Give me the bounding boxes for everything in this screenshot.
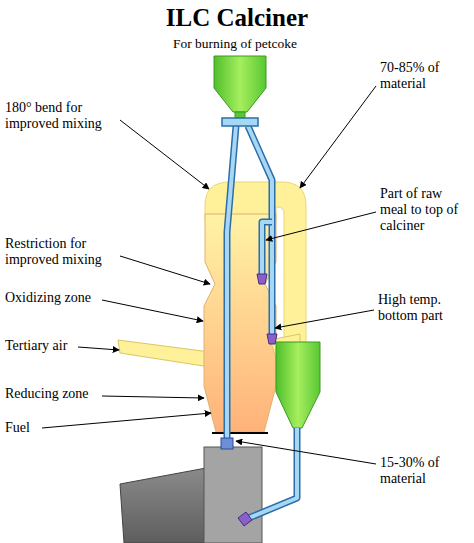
leader-line bbox=[42, 413, 211, 428]
kiln-riser bbox=[204, 447, 262, 543]
callout-label: 70-85% of material bbox=[380, 60, 460, 92]
meal-pipe bbox=[244, 428, 297, 520]
callout-label: Reducing zone bbox=[5, 386, 117, 402]
meal-pipe bbox=[248, 126, 272, 336]
callout-label: 180° bend for improved mixing bbox=[5, 100, 117, 132]
leader-line bbox=[102, 300, 203, 321]
subtitle: For burning of petcoke bbox=[0, 36, 470, 52]
calciner-vessel bbox=[204, 214, 276, 432]
cyclone-outlet bbox=[235, 112, 245, 118]
meal-pipe bbox=[227, 126, 236, 440]
leader-line bbox=[102, 396, 204, 398]
meal-valve bbox=[238, 512, 252, 526]
diagram-title: ILC Calciner bbox=[0, 4, 474, 33]
callout-label: 15-30% of material bbox=[380, 455, 460, 487]
callout-label: High temp. bottom part bbox=[378, 292, 468, 324]
lower-cyclone bbox=[276, 342, 320, 428]
callout-label: Tertiary air bbox=[5, 338, 117, 354]
leader-lines bbox=[42, 86, 376, 464]
callout-label: Oxidizing zone bbox=[5, 290, 117, 306]
meal-pipe bbox=[262, 222, 272, 276]
leader-line bbox=[120, 256, 210, 284]
meal-pipe bbox=[227, 126, 236, 440]
meal-pipe bbox=[248, 126, 272, 336]
meal-splitter bbox=[222, 118, 258, 126]
meal-valve bbox=[267, 334, 277, 344]
leader-line bbox=[236, 441, 376, 464]
top-cyclone bbox=[214, 56, 266, 112]
meal-pipe bbox=[262, 222, 272, 276]
meal-pipe bbox=[244, 428, 297, 520]
bottom-plate bbox=[212, 432, 268, 434]
leader-line bbox=[300, 86, 376, 188]
callout-label: Fuel bbox=[5, 420, 117, 436]
callout-label: Part of raw meal to top of calciner bbox=[380, 186, 468, 234]
callout-label: Restriction for improved mixing bbox=[5, 236, 117, 268]
leader-line bbox=[78, 347, 119, 350]
leader-line bbox=[275, 310, 374, 328]
tertiary-air-duct bbox=[118, 340, 210, 367]
leader-line bbox=[266, 212, 376, 240]
kiln-body bbox=[120, 468, 206, 543]
meal-valve bbox=[257, 274, 267, 284]
meal-pipes bbox=[227, 126, 297, 520]
pipe-end-box bbox=[221, 438, 233, 449]
leader-line bbox=[120, 120, 209, 189]
